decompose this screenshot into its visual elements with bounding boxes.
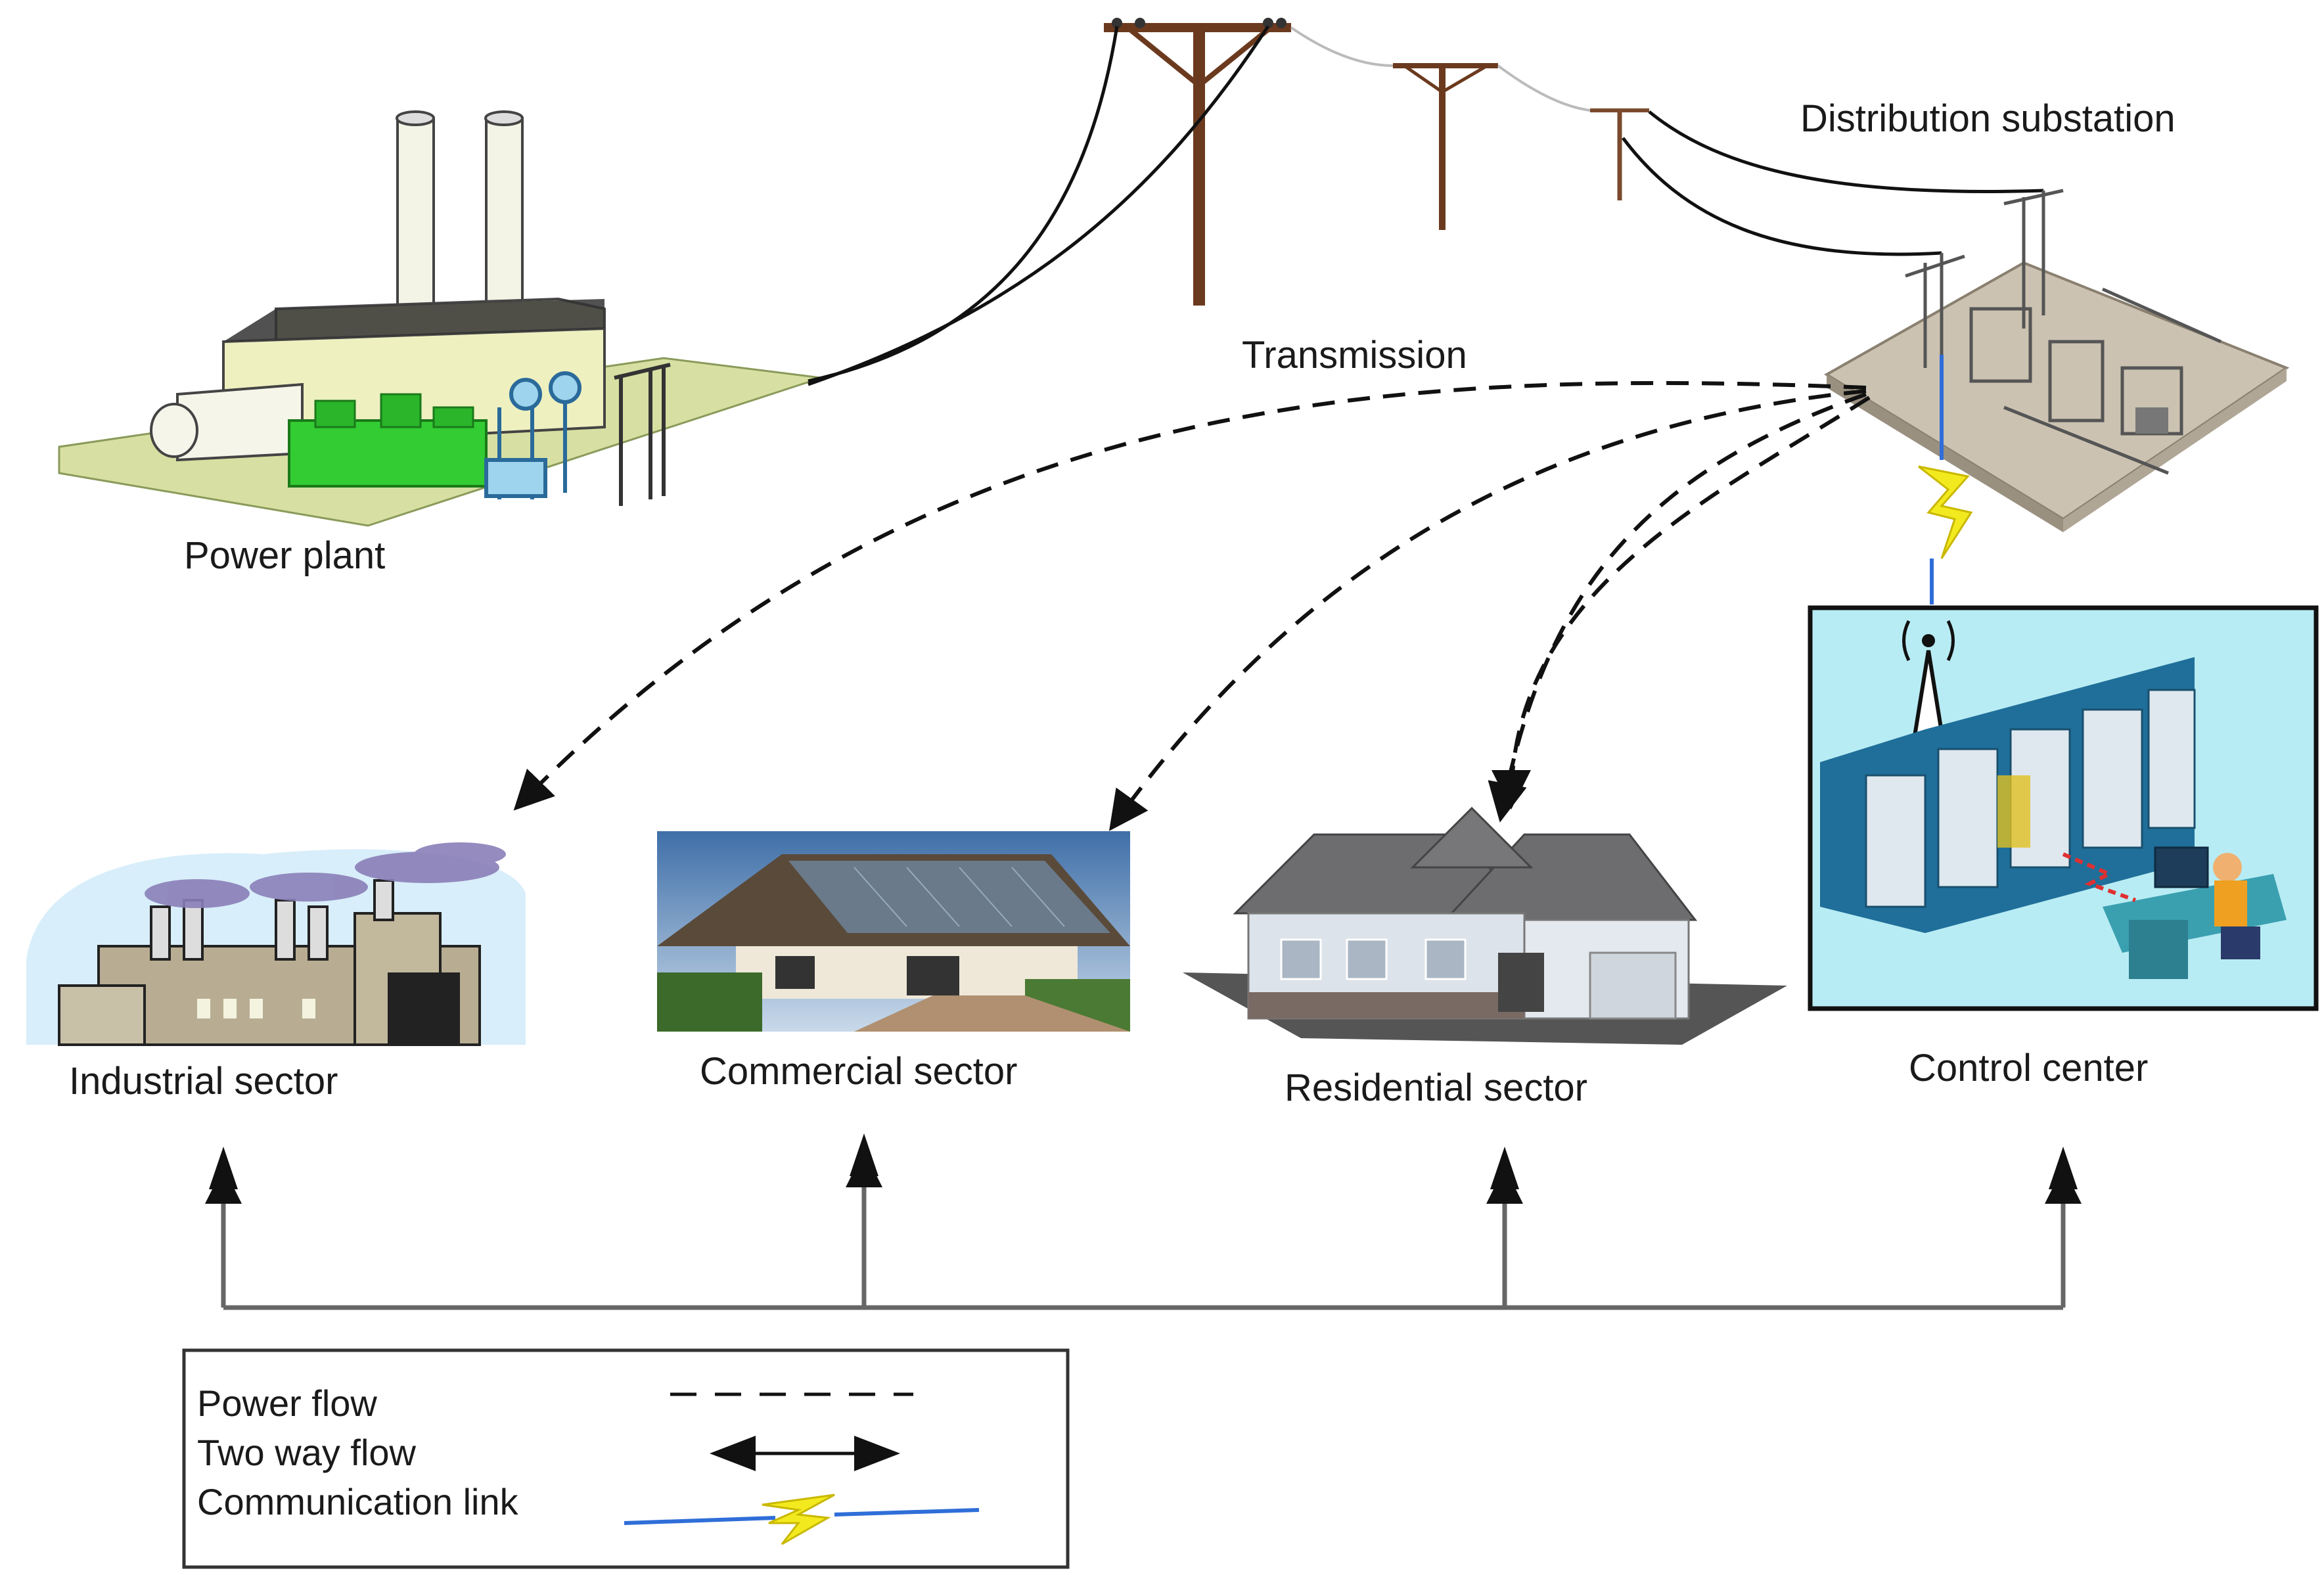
label-residential-sector: Residential sector bbox=[1285, 1066, 1587, 1109]
legend-box: Power flow Two way flow Communication li… bbox=[182, 1348, 1070, 1569]
two-way-communication-bus bbox=[205, 1151, 2082, 1310]
power-flow-arrows bbox=[513, 380, 1871, 831]
legend-communication-link-swatch bbox=[624, 1494, 980, 1545]
label-power-plant: Power plant bbox=[184, 534, 385, 577]
industrial-sector-illustration bbox=[26, 842, 526, 1046]
operator-desk bbox=[2062, 846, 2287, 979]
label-transmission: Transmission bbox=[1242, 334, 1467, 377]
transmission-poles bbox=[1104, 18, 1649, 306]
label-industrial-sector: Industrial sector bbox=[69, 1060, 338, 1103]
label-distribution-substation: Distribution substation bbox=[1800, 97, 2176, 140]
transformer-yard bbox=[484, 371, 581, 499]
commercial-sector-photo bbox=[657, 831, 1130, 1032]
control-center-illustration bbox=[1808, 605, 2319, 1011]
legend-two-way-flow-label: Two way flow bbox=[197, 1432, 417, 1473]
generator-block bbox=[288, 393, 488, 488]
server-racks bbox=[1820, 657, 2196, 933]
bus-arrowheads bbox=[209, 1133, 2078, 1189]
communication-link-substation-control bbox=[1918, 355, 1973, 605]
legend-communication-link-label: Communication link bbox=[197, 1481, 519, 1522]
distribution-substation-illustration bbox=[1824, 189, 2290, 532]
legend-power-flow-label: Power flow bbox=[197, 1382, 377, 1424]
label-commercial-sector: Commercial sector bbox=[700, 1050, 1017, 1093]
transmission-wires bbox=[808, 25, 2044, 386]
label-control-center: Control center bbox=[1909, 1047, 2148, 1089]
power-plant-illustration bbox=[58, 110, 822, 527]
legend-two-way-flow-swatch bbox=[710, 1436, 900, 1471]
residential-sector-illustration bbox=[1183, 806, 1787, 1045]
